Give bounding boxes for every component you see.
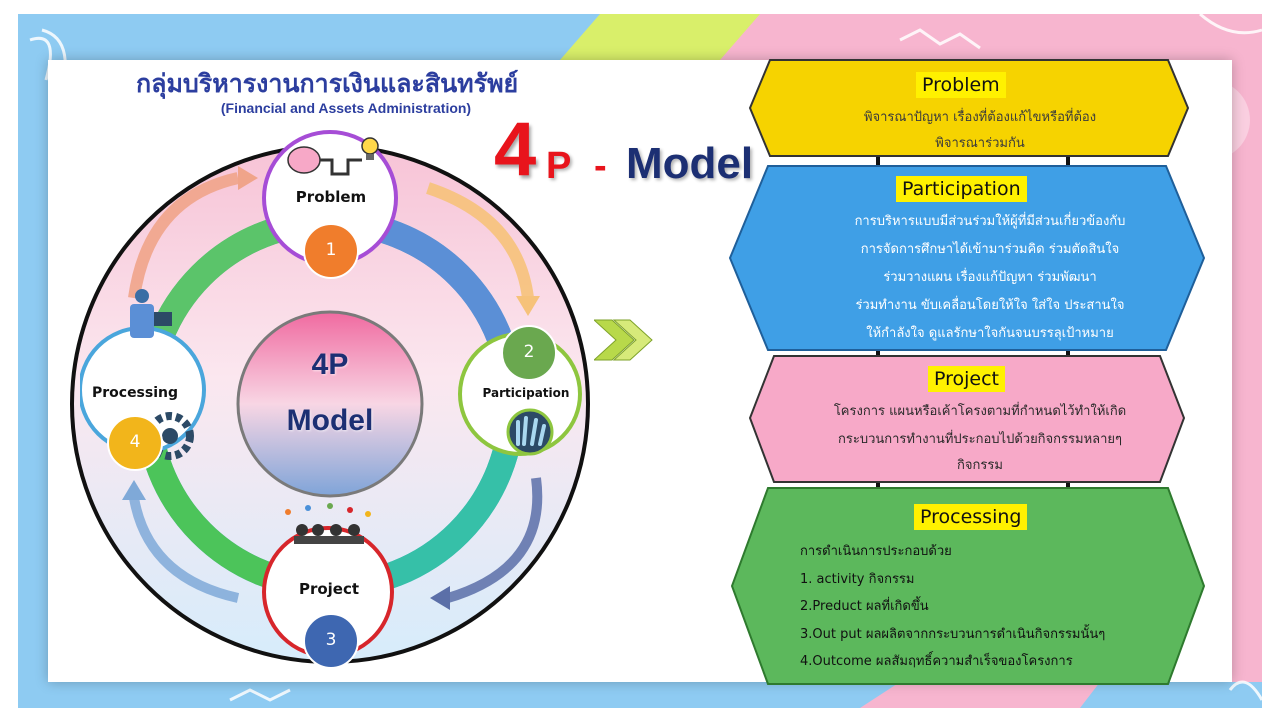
node-project — [262, 503, 394, 658]
node-label-processing: Processing — [91, 385, 179, 401]
arrow-2-3 — [446, 477, 543, 603]
node-number-2: 2 — [523, 342, 535, 362]
node-number-badge-4 — [107, 415, 163, 471]
card-processing-title: Processing — [914, 504, 1028, 530]
card-participation-line-1: การบริหารแบบมีส่วนร่วมให้ผู้ที่มีส่วนเกี… — [854, 214, 1126, 229]
card-processing-line-1: การดำเนินการประกอบด้วย — [800, 544, 952, 559]
card-problem-shape — [748, 59, 1190, 157]
node-number-badge-3 — [303, 613, 359, 669]
card-project-line-3: กิจกรรม — [957, 458, 1003, 473]
card-project-line-1: โครงการ แผนหรือเค้าโครงตามที่กำหนดไว้ทำใ… — [833, 404, 1127, 419]
gears-worker-icon — [130, 289, 194, 460]
title-dash: - — [594, 145, 607, 187]
raised-hands-icon — [506, 408, 554, 456]
card-problem-title: Problem — [916, 72, 1006, 98]
card-project-shape — [748, 355, 1186, 483]
node-number-4: 4 — [129, 432, 141, 452]
node-number-badge-1 — [303, 223, 359, 279]
node-label-problem: Problem — [295, 188, 367, 206]
team-meeting-icon — [285, 503, 371, 544]
card-participation-line-5: ให้กำลังใจ ดูแลรักษาใจกันจนบรรลุเป้าหมาย — [866, 326, 1114, 341]
card-project-title: Project — [928, 366, 1006, 392]
card-processing-line-3: 2.Preduct ผลที่เกิดขึ้น — [800, 599, 929, 614]
org-name-english: (Financial and Assets Administration) — [220, 100, 472, 116]
card-processing-shape — [730, 487, 1206, 685]
card-processing-line-4: 3.Out put ผลผลิตจากกระบวนการดำเนินกิจกรร… — [800, 627, 1106, 642]
card-project-line-2: กระบวนการทำงานที่ประกอบไปด้วยกิจกรรมหลาย… — [837, 432, 1123, 447]
card-participation-title: Participation — [896, 176, 1027, 202]
card-problem-line-2: พิจารณาร่วมกัน — [935, 136, 1025, 151]
arrow-4-1 — [128, 172, 240, 299]
arrow-3-4 — [129, 497, 240, 603]
card-processing-line-5: 4.Outcome ผลสัมฤทธิ์ความสำเร็จของโครงการ — [800, 654, 1073, 669]
chevron-right-icon — [594, 319, 653, 361]
node-number-3: 3 — [325, 630, 337, 650]
node-number-1: 1 — [325, 240, 337, 260]
node-label-participation: Participation — [482, 386, 570, 400]
node-number-badge-2 — [501, 325, 557, 381]
node-label-project: Project — [298, 580, 360, 598]
cards-column — [728, 59, 1206, 685]
node-processing — [80, 289, 206, 460]
brain-idea-icon — [287, 137, 379, 176]
card-problem-line-1: พิจารณาปัญหา เรื่องที่ต้องแก้ไขหรือที่ต้… — [863, 110, 1097, 125]
center-label-line2: Model — [286, 404, 374, 437]
node-problem — [262, 130, 398, 266]
card-participation-line-3: ร่วมวางแผน เรื่องแก้ปัญหา ร่วมพัฒนา — [883, 270, 1097, 285]
card-participation-line-2: การจัดการศึกษาได้เข้ามาร่วมคิด ร่วมตัดสิ… — [860, 242, 1120, 257]
org-name-thai: กลุ่มบริหารงานการเงินและสินทรัพย์ — [136, 69, 519, 98]
title-number: 4 — [494, 107, 537, 192]
arrow-1-2 — [426, 182, 534, 299]
center-circle — [236, 310, 424, 498]
title-word: Model — [626, 139, 754, 188]
center-label-line1: 4P — [311, 348, 349, 381]
card-participation-line-4: ร่วมทำงาน ขับเคลื่อนโดยให้ใจ ใส่ใจ ประสา… — [855, 298, 1125, 313]
card-processing-line-2: 1. activity กิจกรรม — [800, 572, 915, 587]
title-letter: P — [546, 145, 572, 187]
card-participation-shape — [728, 165, 1206, 351]
